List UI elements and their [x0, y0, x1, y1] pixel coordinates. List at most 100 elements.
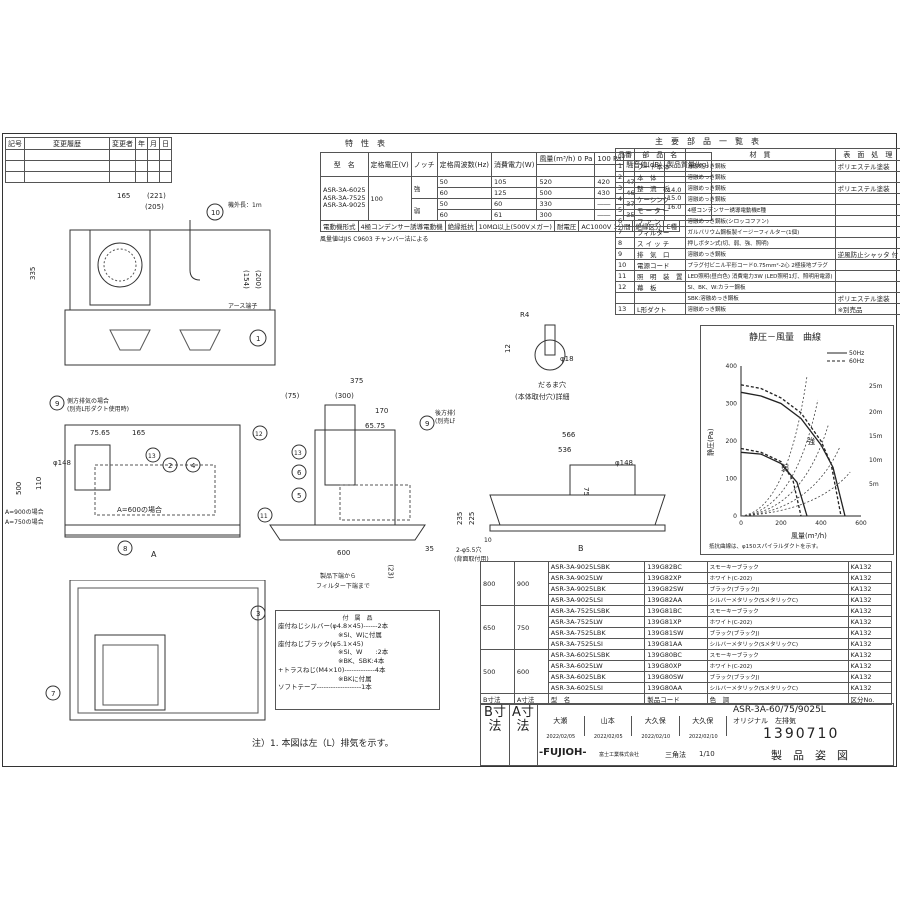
parts-cell: 逆風防止シャッタ 付 — [834, 248, 900, 260]
char-header: 定格周波数(Hz) — [436, 152, 493, 177]
variant-cell: KA132 — [847, 616, 892, 628]
callout-3 — [250, 605, 266, 621]
dim-text: A=750の場合 — [5, 518, 44, 526]
variant-a: 750 — [513, 605, 549, 650]
variant-b: 650 — [480, 605, 515, 650]
variant-cell: 139G80XP — [644, 660, 708, 672]
curve-series-line — [740, 391, 846, 517]
dim-text: 600 — [337, 549, 350, 557]
y-tick-label: 200 — [726, 438, 738, 445]
callout-2 — [162, 457, 178, 473]
side-view-drawing: 13 6 5 11 9 375 (75) (300) 170 65.75 600… — [257, 377, 455, 557]
variant-cell: シルバーメタリック(SメタリックC) — [706, 638, 849, 650]
company-logo: -FUJIOH- — [539, 747, 587, 758]
variant-cell: 139G80BC — [644, 649, 708, 661]
variant-cell: スモーキーブラック — [706, 605, 849, 617]
characteristics-note: 風量値はJIS C9603 チャンバー法による — [320, 236, 429, 243]
variant-cell: スモーキーブラック — [706, 561, 849, 573]
variant-cell: 139G81XP — [644, 616, 708, 628]
dim-text: 35 — [425, 545, 434, 553]
parts-cell: ス イ ッ チ — [634, 237, 686, 249]
dim-text: 110 — [35, 477, 43, 490]
duct-label: 20m — [869, 409, 883, 416]
accessory-line: 座付ねじシルバー(φ4.8×45)------2本 — [278, 622, 389, 630]
curve-ylabel: 静圧(Pa) — [706, 428, 715, 456]
hood-front-outline — [64, 309, 276, 366]
char-cell: 105 — [491, 176, 538, 188]
callout-9 — [419, 415, 435, 431]
variant-cell: KA132 — [847, 594, 892, 606]
dim-text: (23) — [386, 564, 395, 579]
variant-cell: ASR-3A-9025LBK — [547, 583, 646, 595]
char-header: 定格電圧(V) — [367, 152, 412, 177]
accessory-line: ※BKに付属 — [338, 674, 372, 683]
variant-header: A寸法 — [513, 693, 549, 705]
variant-cell: ブラック(ブラックJ) — [706, 583, 849, 595]
dim-text: (200) — [254, 270, 262, 289]
parts-row: 12幕 板SI、BK、W:カラー鋼板※付属品 — [615, 281, 900, 293]
parts-cell — [834, 171, 900, 183]
parts-cell: フード本体 — [634, 160, 686, 172]
parts-cell: 溶融めっき鋼板 — [684, 171, 836, 183]
char-voltage: 100 — [367, 176, 412, 221]
duct-resistance-curve — [740, 399, 819, 517]
char-cell: 50 — [436, 176, 493, 188]
dim-text: 566 — [562, 431, 576, 439]
top-view-drawing: 10 1 165 (221) (205) 335 (154) (200) 機外長… — [30, 192, 276, 366]
approver-date: 2022/02/10 — [688, 734, 718, 740]
approver-name: 大瀬 — [537, 716, 585, 736]
revision-col: 月 — [147, 137, 160, 150]
callout-11-num: 11 — [260, 513, 268, 520]
parts-cell: 10 — [615, 259, 635, 271]
variant-cell: ASR-3A-6025LW — [547, 660, 646, 672]
dim-text: 12 — [504, 344, 512, 353]
callout-4-num: 4 — [191, 462, 196, 470]
parts-cell: SBK:溶融めっき鋼板 — [684, 292, 836, 304]
callout-6 — [291, 464, 307, 480]
parts-cell: L形ダクト — [634, 303, 686, 315]
notch-weak-label: 弱 — [781, 464, 789, 473]
variant-cell: ASR-3A-7525LBK — [547, 627, 646, 639]
char-cell: 60 — [491, 198, 538, 210]
scale: 1/10 — [699, 750, 715, 758]
variant-cell: KA132 — [847, 649, 892, 661]
y-tick-label: 300 — [726, 401, 738, 408]
curve-series-line — [740, 451, 808, 517]
parts-cell: 13 — [615, 303, 635, 315]
accessories-title: 付 属 品 — [342, 615, 373, 622]
char-cell: 125 — [491, 187, 538, 199]
char-header: 型 名 — [320, 152, 369, 177]
variant-cell: KA132 — [847, 572, 892, 584]
right-view-drawing: 566 536 φ148 75 235 225 160 110 10 2-φ5.… — [454, 431, 666, 563]
filter-inner — [102, 644, 159, 706]
parts-cell — [834, 226, 900, 238]
char-cell: 500 — [536, 187, 596, 199]
parts-header: 表 面 処 理 — [834, 148, 900, 161]
right-duct-outline — [569, 464, 636, 496]
char-header: ノッチ — [410, 152, 438, 177]
dim-text: B — [578, 544, 584, 553]
duct-resistance-curve — [740, 423, 829, 517]
approver-name: 山本 — [585, 716, 632, 736]
accessory-line: 座付ねじブラック(φ5.1×45) — [278, 639, 364, 648]
parts-cell: 8 — [615, 237, 635, 249]
detail-label: だるま穴 — [538, 380, 566, 389]
callout-9-num: 9 — [55, 400, 59, 408]
char-header: 風量(m³/h) 0 Pa — [536, 152, 596, 165]
variant-cell: ASR-3A-6025LSBK — [547, 649, 646, 661]
duct-resistance-curve — [740, 375, 808, 517]
front-body-outline — [64, 424, 241, 536]
parts-cell: 溶融めっき鋼板 — [684, 303, 836, 315]
x-tick-label: 600 — [855, 520, 867, 527]
drawing-frame — [2, 133, 897, 767]
y-tick-label: 0 — [733, 513, 737, 520]
curve-legend-60: 60Hz — [849, 358, 864, 365]
variant-cell: 139G82BC — [644, 561, 708, 573]
